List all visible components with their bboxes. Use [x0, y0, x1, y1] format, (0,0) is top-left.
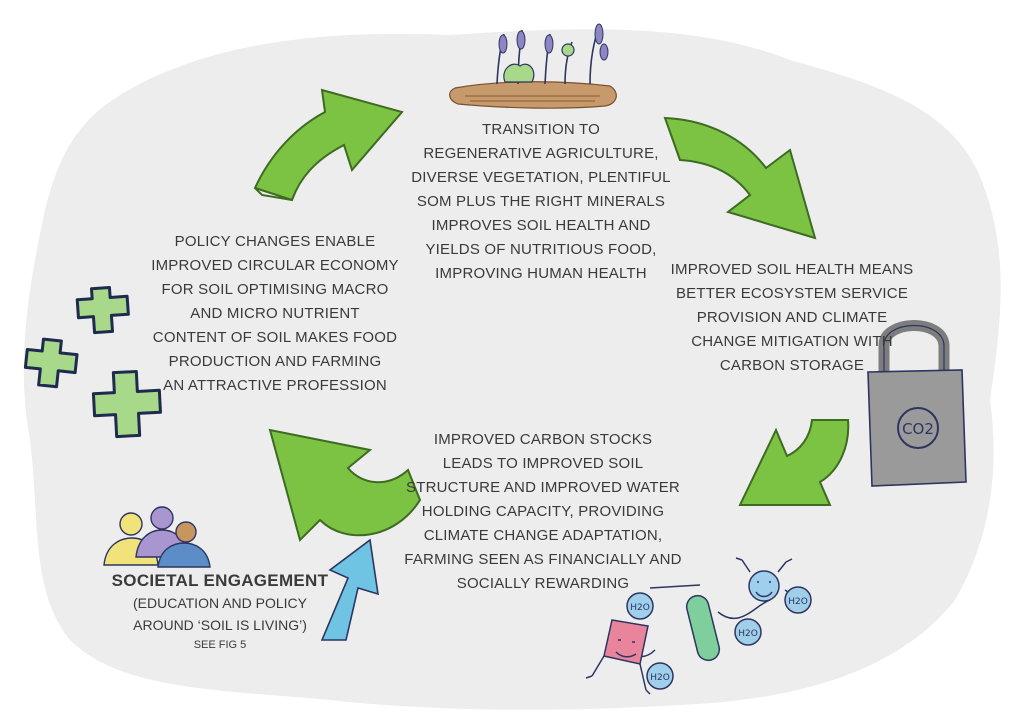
- societal-line-2: around ‘soil is living’): [133, 617, 307, 633]
- stage-left-line: production and farming: [168, 353, 382, 370]
- svg-text:H2O: H2O: [738, 629, 758, 639]
- stage-text-right: Improved soil health means better ecosyst…: [668, 258, 916, 378]
- stage-bottom-line: leads to improved soil: [442, 455, 644, 472]
- cycle-arrow-top-right: [663, 116, 817, 240]
- stage-top-line: yields of nutritious food,: [425, 241, 657, 258]
- stage-right-line: Improved soil health means: [670, 261, 914, 278]
- stage-left-line: improved circular economy: [151, 257, 399, 274]
- engagement-arrow: [320, 538, 379, 641]
- stage-bottom-line: holding capacity, providing: [421, 503, 665, 520]
- stage-text-left: Policy changes enable improved circular e…: [150, 230, 400, 398]
- cycle-arrow-bottom-right: [738, 419, 850, 506]
- water-molecules-icon: H2O H2O H2O H2O: [585, 557, 812, 695]
- stage-bottom-line: farming seen as financially and: [404, 551, 682, 568]
- stage-top-line: Transition to: [482, 121, 600, 138]
- svg-text:H2O: H2O: [630, 603, 650, 613]
- stage-left-line: and micro nutrient: [190, 305, 360, 322]
- stage-bottom-line: Improved carbon stocks: [433, 431, 653, 448]
- stage-top-line: SOM plus the right minerals: [416, 193, 666, 210]
- stage-bottom-line: climate change adaptation,: [423, 527, 663, 544]
- svg-text:H2O: H2O: [650, 673, 670, 683]
- stage-right-line: change mitigation with: [691, 333, 893, 350]
- stage-left-line: content of soil makes food: [152, 329, 398, 346]
- societal-heading: Societal engagement: [111, 571, 329, 590]
- stage-top-line: improves soil health and: [431, 217, 651, 234]
- stage-right-line: carbon storage: [719, 357, 865, 374]
- stage-bottom-line: structure and improved water: [406, 479, 680, 496]
- societal-line-1: (education and policy: [133, 595, 307, 611]
- svg-text:H2O: H2O: [788, 597, 808, 607]
- stage-top-line: diverse vegetation, plentiful: [411, 169, 671, 186]
- stage-text-bottom: Improved carbon stocks leads to improved …: [400, 428, 686, 596]
- stage-right-line: better ecosystem service: [675, 285, 909, 302]
- stage-right-line: provision and climate: [696, 309, 888, 326]
- cycle-arrow-top-left: [253, 88, 404, 202]
- stage-left-line: an attractive profession: [163, 377, 387, 394]
- cycle-arrow-bottom-left: [268, 428, 422, 542]
- co2-lock-icon: CO2: [867, 320, 967, 487]
- co2-label: CO2: [902, 420, 934, 438]
- health-plus-icons: [23, 285, 162, 439]
- societal-engagement: Societal engagement (education and polic…: [105, 570, 335, 654]
- stage-text-top: Transition to regenerative agriculture, di…: [410, 118, 672, 286]
- see-figure-reference: See fig 5: [193, 639, 247, 651]
- stage-top-line: improving human health: [435, 265, 647, 282]
- stage-left-line: for soil optimising macro: [161, 281, 389, 298]
- stage-bottom-line: socially rewarding: [456, 575, 630, 592]
- people-icon: [103, 506, 211, 568]
- stage-top-line: regenerative agriculture,: [423, 145, 659, 162]
- crops-icon: [449, 23, 617, 109]
- stage-left-line: Policy changes enable: [174, 233, 376, 250]
